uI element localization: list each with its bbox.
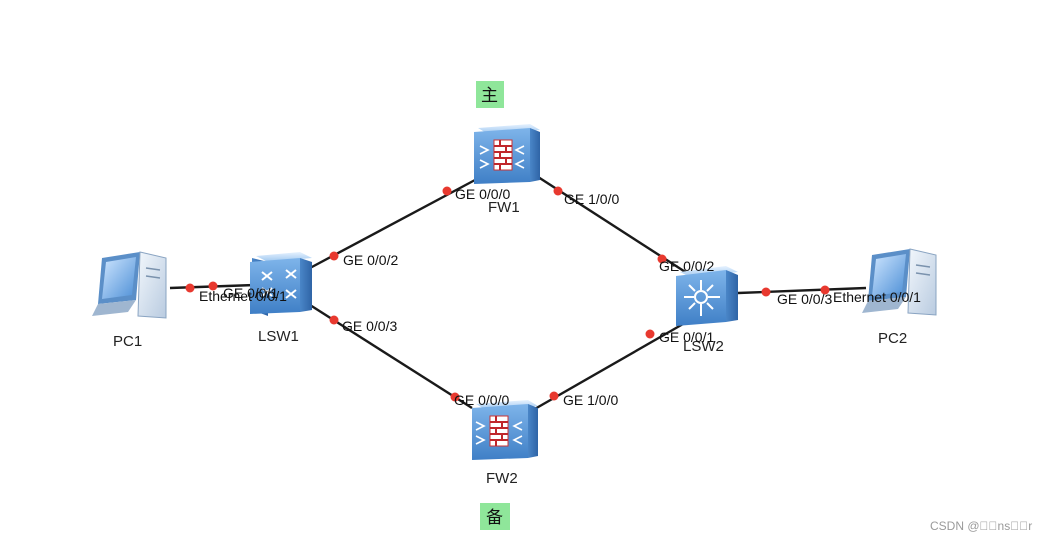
lsw1-label: LSW1 [258,328,299,345]
port-dot-lsw2-pc2 [761,287,771,297]
pc1-label: PC1 [113,333,142,350]
port-label-fw2-lsw2: GE 1/0/0 [563,392,618,408]
switch-icon [250,252,312,316]
pc2-node[interactable]: PC2 [862,248,937,347]
port-label-pc2-ethernet: Ethernet 0/0/1 [833,289,921,305]
port-dot-fw1-lsw2 [553,186,563,196]
pc1-node[interactable]: PC1 [92,251,167,350]
fw1-label: FW1 [488,199,520,216]
backup-tag-background [480,503,510,530]
watermark: CSDN @  ns  r [930,519,1032,533]
lsw2-node[interactable]: LSW2 [676,266,738,355]
fw2-node[interactable]: FW2 [472,400,538,487]
fw1-node[interactable]: FW1 [474,124,540,216]
link-fw2-lsw2[interactable] [532,318,691,412]
port-dots [185,186,830,402]
port-dot-pc2 [820,285,830,295]
primary-tag: 主 [476,81,504,108]
backup-tag-text: 备 [486,508,503,527]
port-dot-lsw2-fw1 [657,254,667,264]
firewall-icon [472,400,538,460]
port-label-fw1-lsw2: GE 1/0/0 [564,191,619,207]
port-label-lsw2-pc2: GE 0/0/3 [777,291,832,307]
lsw2-label: LSW2 [683,338,724,355]
port-label-lsw1-fw2: GE 0/0/3 [342,318,397,334]
backup-tag: 备 [480,503,510,530]
port-dot-lsw1-pc1 [208,281,218,291]
port-dot-fw2-lsw2 [549,391,559,401]
port-label-lsw2-fw1: GE 0/0/2 [659,258,714,274]
fw2-label: FW2 [486,470,518,487]
primary-tag-background [476,81,504,108]
pc-icon [862,248,937,316]
port-label-lsw2-fw2: GE 0/0/1 [659,329,714,345]
port-dot-lsw1-fw2 [329,315,339,325]
port-label-pc1-ethernet: Ethernet 0/0/1 [199,288,287,304]
port-label-lsw1-pc1-b: GE 0/0/1 [223,285,278,301]
port-labels: GE 0/0/1 Ethernet 0/0/1 GE 0/0/2 GE 0/0/… [199,186,921,408]
lsw1-node[interactable]: LSW1 [250,252,312,345]
primary-tag-text: 主 [481,86,498,105]
pc2-label: PC2 [878,330,907,347]
port-label-lsw1-fw1: GE 0/0/2 [343,252,398,268]
port-dot-fw1-lsw1 [442,186,452,196]
port-label-fw2-lsw1: GE 0/0/0 [454,392,509,408]
port-label-fw1-lsw1: GE 0/0/0 [455,186,510,202]
port-dot-lsw1-fw1 [329,251,339,261]
port-dot-lsw2-fw2 [645,329,655,339]
firewall-icon [474,124,540,184]
switch-icon [676,266,738,326]
pc-icon [92,251,167,319]
port-dot-fw2-lsw1 [450,392,460,402]
link-lsw2-pc2[interactable] [737,286,867,295]
port-dot-pc1 [185,283,195,293]
